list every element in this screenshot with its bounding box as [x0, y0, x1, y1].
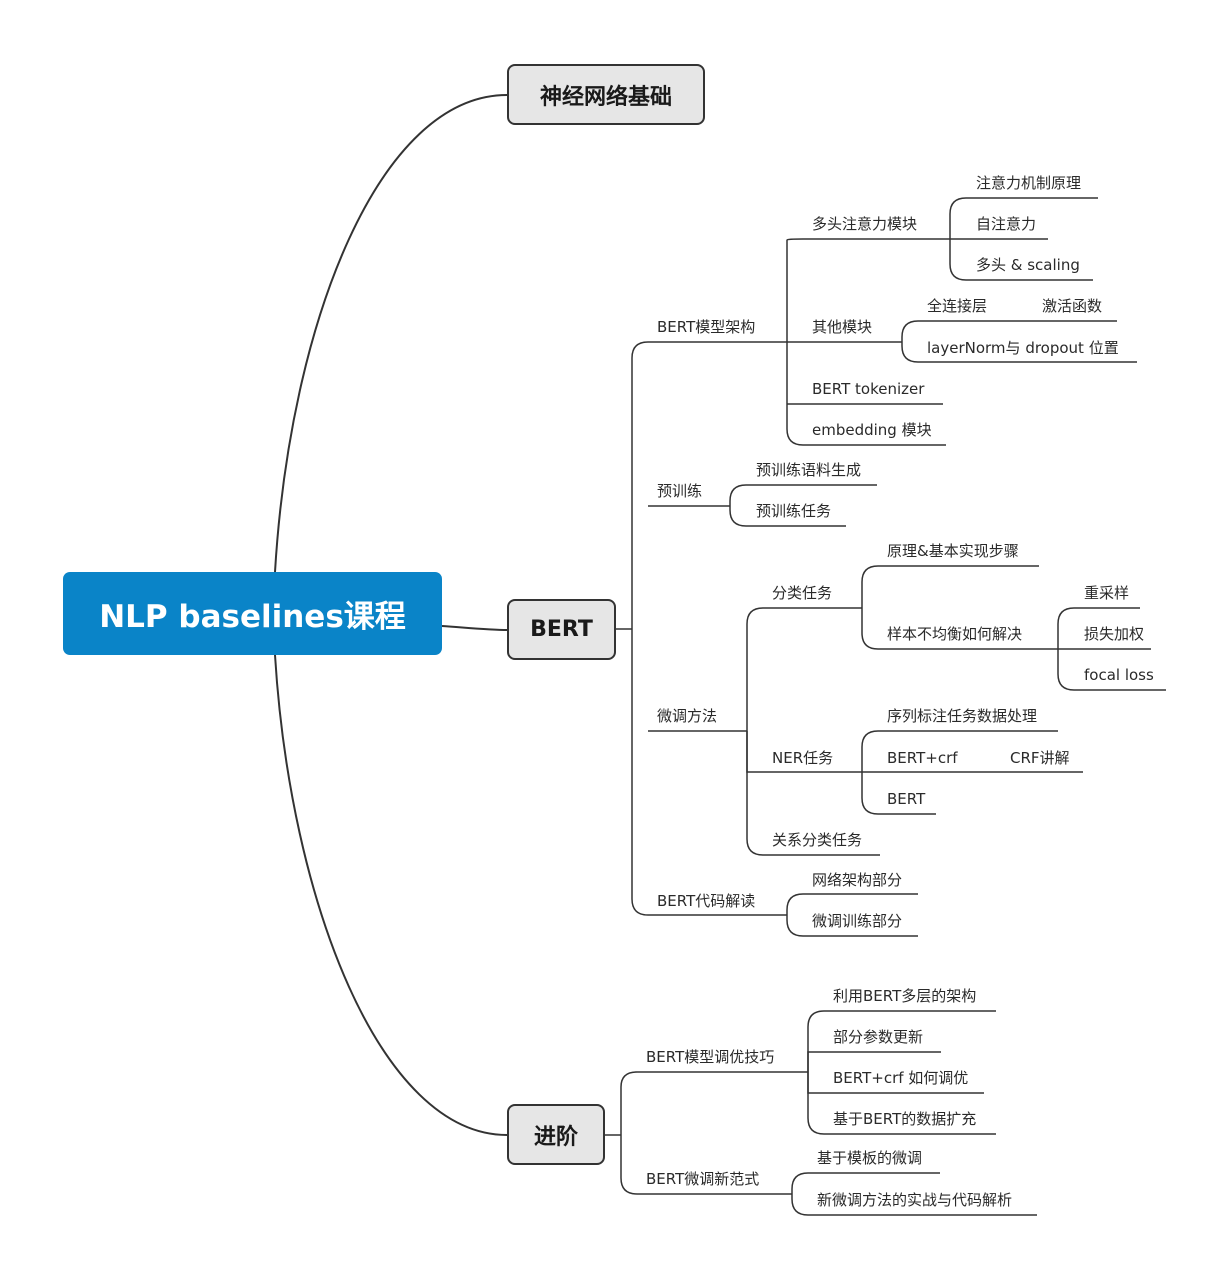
node-principle-steps[interactable]: 原理&基本实现步骤 [887, 542, 1019, 560]
node-fully-connected[interactable]: 全连接层 [927, 297, 988, 315]
node-bert-tuning-tricks[interactable]: BERT模型调优技巧 [646, 1048, 775, 1066]
connector-root-adv [274, 654, 508, 1136]
node-embedding-module[interactable]: embedding 模块 [812, 421, 932, 439]
node-partial-param-update[interactable]: 部分参数更新 [833, 1028, 924, 1046]
node-pretrain-corpus[interactable]: 预训练语料生成 [756, 461, 862, 479]
node-classification-task[interactable]: 分类任务 [772, 584, 833, 602]
node-template-finetune[interactable]: 基于模板的微调 [817, 1149, 923, 1167]
root-topic[interactable]: NLP baselines课程 [63, 572, 442, 655]
node-multihead-attention[interactable]: 多头注意力模块 [812, 215, 918, 233]
node-other-modules[interactable]: 其他模块 [812, 318, 873, 336]
node-resampling[interactable]: 重采样 [1084, 584, 1130, 602]
node-bert-crf[interactable]: BERT+crf [887, 749, 958, 767]
node-finetune-training-part[interactable]: 微调训练部分 [812, 912, 903, 930]
node-new-method-practice[interactable]: 新微调方法的实战与代码解析 [817, 1191, 1013, 1209]
node-multihead-scaling[interactable]: 多头 & scaling [976, 256, 1080, 274]
connector-bert-trunk [616, 358, 649, 916]
node-pretraining[interactable]: 预训练 [657, 482, 703, 500]
node-layernorm-dropout[interactable]: layerNorm与 dropout 位置 [927, 339, 1119, 357]
node-multilayer-architecture[interactable]: 利用BERT多层的架构 [833, 987, 977, 1005]
node-activation[interactable]: 激活函数 [1042, 297, 1103, 315]
node-pretrain-task[interactable]: 预训练任务 [756, 502, 832, 520]
node-class-imbalance[interactable]: 样本不均衡如何解决 [887, 625, 1023, 643]
node-loss-weighting[interactable]: 损失加权 [1084, 625, 1145, 643]
node-attention-principle[interactable]: 注意力机制原理 [976, 174, 1082, 192]
node-bert-tokenizer[interactable]: BERT tokenizer [812, 380, 925, 398]
node-bert-architecture[interactable]: BERT模型架构 [657, 318, 756, 336]
node-ner-task[interactable]: NER任务 [772, 749, 834, 767]
node-self-attention[interactable]: 自注意力 [976, 215, 1037, 233]
topic-neural-network-basics[interactable]: 神经网络基础 [507, 64, 705, 125]
node-sequence-labeling-data[interactable]: 序列标注任务数据处理 [887, 707, 1038, 725]
node-relation-classification[interactable]: 关系分类任务 [772, 831, 863, 849]
topic-advanced[interactable]: 进阶 [507, 1104, 605, 1165]
node-data-augmentation[interactable]: 基于BERT的数据扩充 [833, 1110, 977, 1128]
node-new-finetune-paradigm[interactable]: BERT微调新范式 [646, 1170, 760, 1188]
node-finetune-methods[interactable]: 微调方法 [657, 707, 718, 725]
node-focal-loss[interactable]: focal loss [1084, 666, 1154, 684]
topic-bert[interactable]: BERT [507, 599, 616, 660]
node-bert-crf-tuning[interactable]: BERT+crf 如何调优 [833, 1069, 969, 1087]
node-bert-code-reading[interactable]: BERT代码解读 [657, 892, 756, 910]
node-network-architecture-part[interactable]: 网络架构部分 [812, 871, 903, 889]
connector-root-bert [441, 625, 508, 631]
node-ner-bert[interactable]: BERT [887, 790, 926, 808]
node-crf-explained[interactable]: CRF讲解 [1010, 749, 1070, 767]
connector-root-nn [274, 94, 508, 573]
